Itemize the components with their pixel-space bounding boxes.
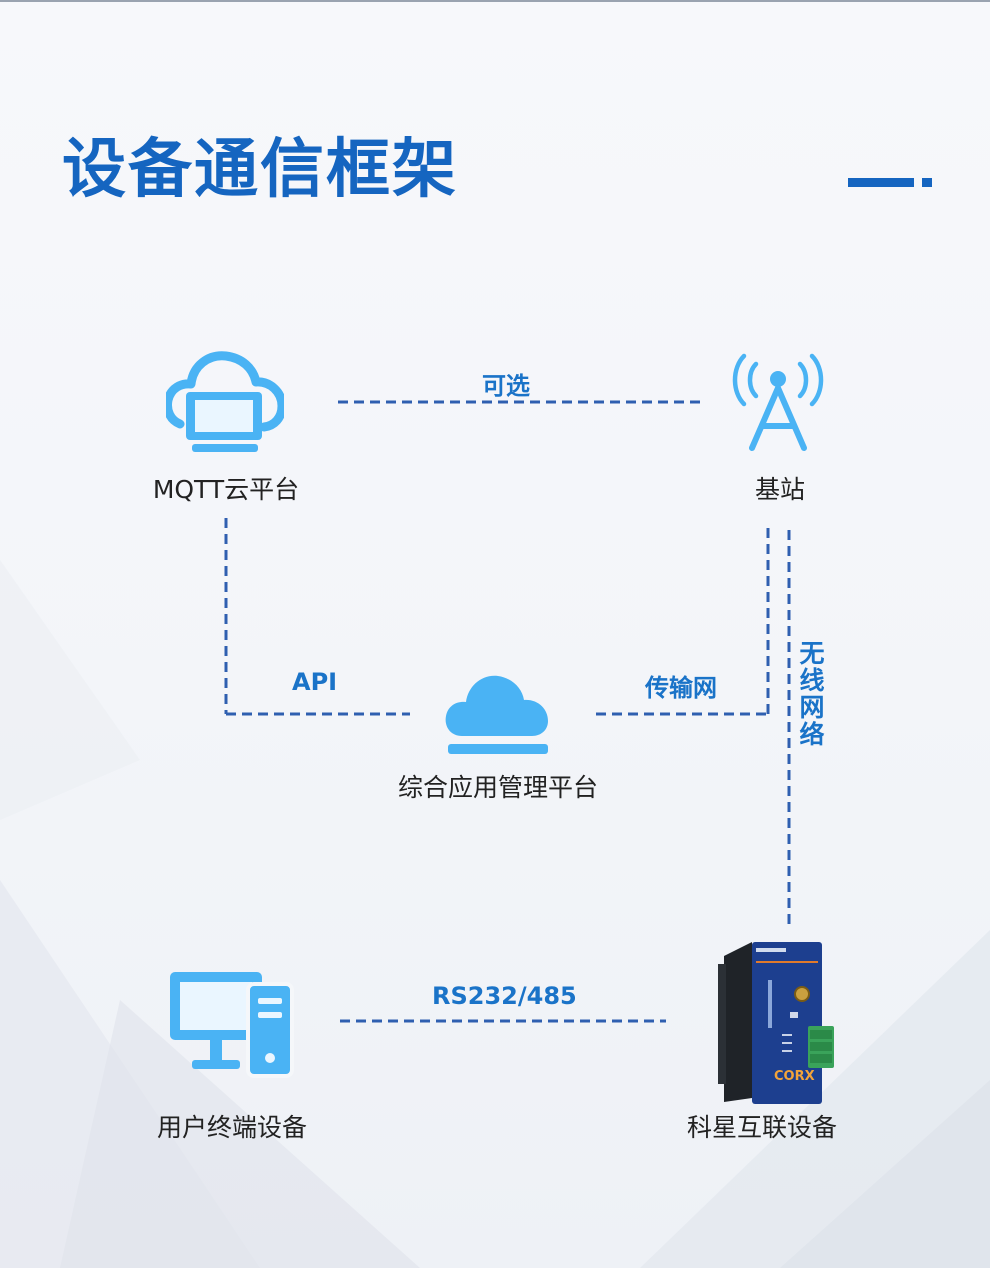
edge-label-optional: 可选 (482, 372, 530, 400)
node-label-terminal: 用户终端设备 (156, 1113, 307, 1142)
title-accent-dot (922, 178, 932, 187)
node-label-base-station: 基站 (754, 475, 805, 504)
node-label-mqtt: MQTT云平台 (152, 475, 300, 504)
edge-label-transport: 传输网 (645, 674, 717, 702)
edge-label-serial: RS232/485 (432, 982, 577, 1010)
cell-tower-icon (732, 353, 824, 451)
desktop-computer-icon (170, 972, 294, 1078)
page-title: 设备通信框架 (62, 133, 458, 207)
node-label-device: 科星互联设备 (686, 1113, 837, 1142)
edge-label-wireless: 无线网络 (799, 639, 825, 749)
title-accent-bar (848, 178, 914, 187)
cloud-icon (445, 675, 548, 754)
cloud-monitor-icon (166, 351, 284, 452)
edge-label-api: API (292, 668, 338, 696)
node-label-platform: 综合应用管理平台 (397, 773, 598, 802)
top-rule (0, 0, 990, 2)
device-brand-text: CORX (774, 1069, 815, 1084)
dtu-device-icon: CORX (718, 942, 834, 1104)
